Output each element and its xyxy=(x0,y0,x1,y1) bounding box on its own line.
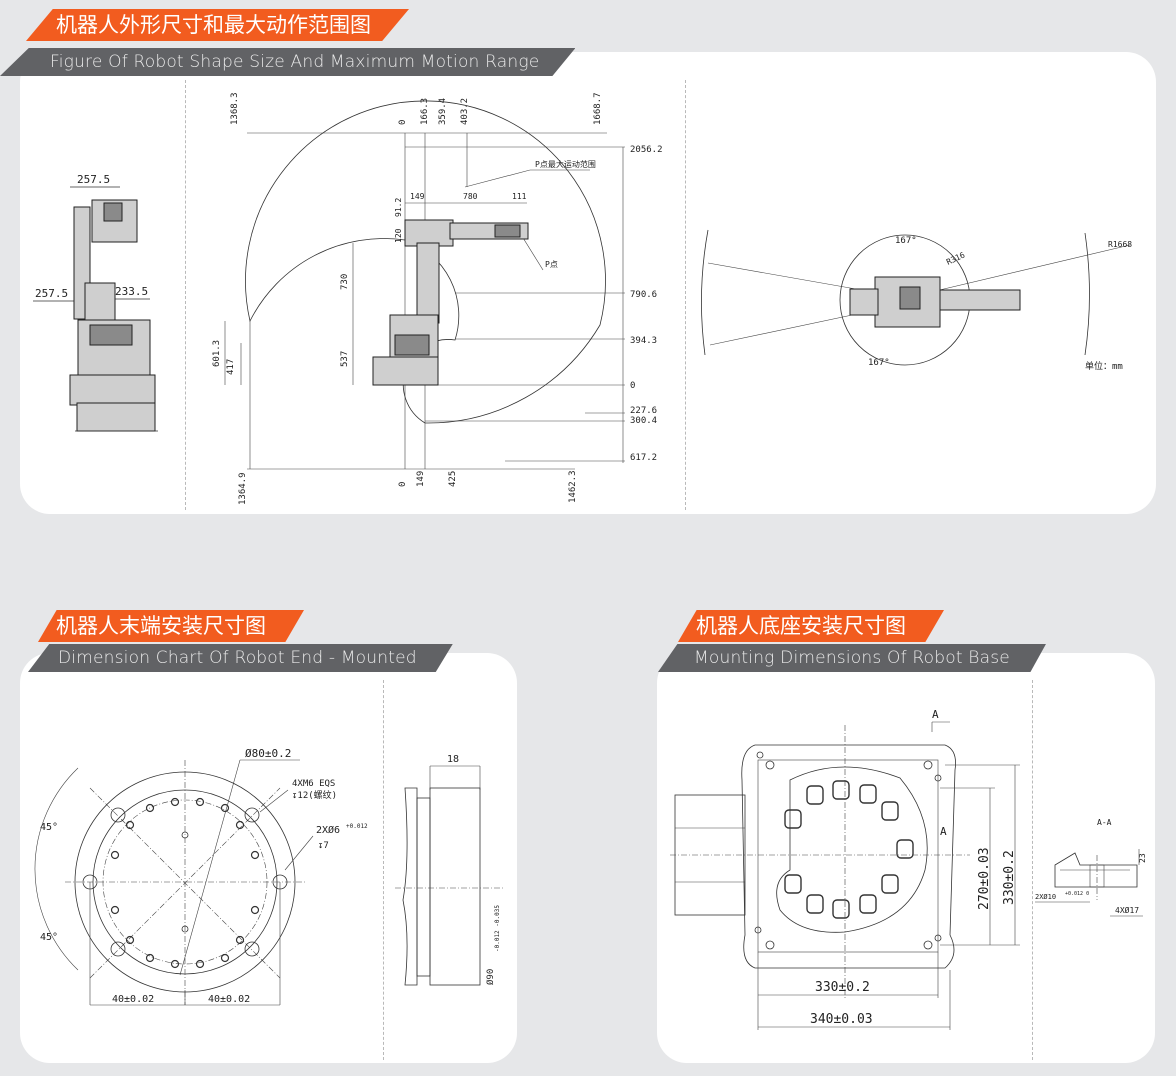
side-base xyxy=(76,402,156,432)
svg-text:4XØ17: 4XØ17 xyxy=(1115,905,1139,915)
svg-text:40±0.02: 40±0.02 xyxy=(208,994,250,1005)
divider-3 xyxy=(383,680,384,1060)
svg-text:166.3: 166.3 xyxy=(420,98,430,125)
svg-text:2XØ6: 2XØ6 xyxy=(316,824,340,836)
divider-1 xyxy=(185,80,186,510)
svg-text:149: 149 xyxy=(416,471,426,487)
title-en-base-mount: Mounting Dimensions Of Robot Base xyxy=(658,644,1046,672)
svg-text:1668.7: 1668.7 xyxy=(593,92,603,125)
side-view-drawing: 257.5 257.5 233.5 xyxy=(33,173,158,432)
svg-text:40±0.02: 40±0.02 xyxy=(112,994,154,1005)
robot-base xyxy=(372,356,439,386)
svg-text:601.3: 601.3 xyxy=(212,340,222,367)
svg-text:359.4: 359.4 xyxy=(438,98,448,125)
svg-text:Ø80±0.2: Ø80±0.2 xyxy=(245,747,291,760)
p-range-label: P点最大运动范围 xyxy=(535,159,596,169)
svg-text:330±0.2: 330±0.2 xyxy=(1002,850,1017,905)
svg-text:R1668: R1668 xyxy=(1108,240,1132,249)
panel-robot-shape xyxy=(20,52,1156,514)
svg-text:1364.9: 1364.9 xyxy=(238,472,248,505)
svg-text:A: A xyxy=(940,825,947,838)
section-body xyxy=(1054,852,1138,888)
svg-text:167°: 167° xyxy=(868,358,890,368)
p-point-label: P点 xyxy=(545,260,558,269)
flange-front-drawing: Ø80±0.2 4XM6 EQS ↧12(螺纹) 2XØ6 +0.012 ↧7 … xyxy=(34,747,368,1006)
svg-text:2056.2: 2056.2 xyxy=(630,145,663,155)
svg-text:730: 730 xyxy=(340,274,350,290)
base-turntable xyxy=(776,766,928,933)
robot-arm-head xyxy=(404,219,454,247)
svg-text:120: 120 xyxy=(394,228,403,243)
svg-text:617.2: 617.2 xyxy=(630,453,657,463)
svg-text:227.6: 227.6 xyxy=(630,406,657,416)
base-bolt-pattern xyxy=(784,780,914,919)
svg-text:A: A xyxy=(932,708,939,721)
divider-4 xyxy=(1032,680,1033,1060)
svg-text:Ø90: Ø90 xyxy=(485,969,496,985)
svg-text:394.3: 394.3 xyxy=(630,336,657,346)
title-cn-end-mount: 机器人末端安装尺寸图 xyxy=(38,610,304,642)
title-en-end-mount: Dimension Chart Of Robot End - Mounted xyxy=(28,644,453,672)
base-mount-drawing: A A 270±0.03 330±0.2 330±0.2 340±0.03 xyxy=(670,708,1020,1030)
flange-side-body xyxy=(429,787,481,986)
panel-end-mount xyxy=(20,653,517,1063)
title-cn-base-mount: 机器人底座安装尺寸图 xyxy=(678,610,944,642)
svg-text:0: 0 xyxy=(398,120,408,125)
divider-2 xyxy=(685,80,686,510)
svg-text:300.4: 300.4 xyxy=(630,416,657,426)
svg-text:45°: 45° xyxy=(40,932,58,943)
svg-text:+0.012 0: +0.012 0 xyxy=(1065,891,1089,897)
svg-text:1462.3: 1462.3 xyxy=(568,470,578,503)
base-plate xyxy=(741,744,956,969)
svg-text:+0.012: +0.012 xyxy=(346,823,368,830)
side-dim-left: 257.5 xyxy=(35,287,68,300)
flange-side-drawing: 18 Ø90 -0.012 -0.035 xyxy=(395,754,505,986)
svg-text:167°: 167° xyxy=(895,236,917,246)
title-cn-robot-shape: 机器人外形尺寸和最大动作范围图 xyxy=(26,9,409,41)
svg-text:425: 425 xyxy=(448,471,458,487)
top-robot-arm xyxy=(939,289,1021,311)
svg-text:340±0.03: 340±0.03 xyxy=(810,1012,873,1027)
svg-text:-0.012 -0.035: -0.012 -0.035 xyxy=(494,905,501,952)
svg-text:270±0.03: 270±0.03 xyxy=(977,847,992,910)
svg-text:330±0.2: 330±0.2 xyxy=(815,980,870,995)
svg-text:45°: 45° xyxy=(40,822,58,833)
side-dim-right: 233.5 xyxy=(115,285,148,298)
dim-top-1368: 1368.3 xyxy=(230,92,240,125)
svg-text:790.6: 790.6 xyxy=(630,290,657,300)
motion-range-drawing: 1368.3 0 166.3 359.4 403.2 1668.7 2056.2… xyxy=(212,92,663,505)
svg-text:4XM6 EQS: 4XM6 EQS xyxy=(292,779,335,789)
side-dim-top: 257.5 xyxy=(77,173,110,186)
svg-text:149: 149 xyxy=(410,192,425,201)
svg-text:↧12(螺纹): ↧12(螺纹) xyxy=(292,789,337,801)
section-a-a-drawing: A-A 23 2XØ10 +0.012 0 4XØ17 xyxy=(1035,818,1147,917)
svg-text:23: 23 xyxy=(1138,853,1147,863)
title-en-robot-shape: Figure Of Robot Shape Size And Maximum M… xyxy=(0,48,576,76)
svg-text:780: 780 xyxy=(463,192,478,201)
svg-text:R316: R316 xyxy=(945,250,966,266)
robot-upper-arm xyxy=(416,242,440,324)
svg-text:↧7: ↧7 xyxy=(318,841,329,851)
svg-text:18: 18 xyxy=(447,754,459,765)
svg-text:0: 0 xyxy=(630,381,635,391)
unit-label: 单位：mm xyxy=(1085,360,1123,372)
svg-text:111: 111 xyxy=(512,192,527,201)
svg-text:403.2: 403.2 xyxy=(460,98,470,125)
svg-text:A-A: A-A xyxy=(1097,818,1112,827)
svg-text:0: 0 xyxy=(398,482,408,487)
svg-text:417: 417 xyxy=(226,359,236,375)
svg-text:2XØ10: 2XØ10 xyxy=(1035,893,1056,901)
svg-text:537: 537 xyxy=(340,351,350,367)
svg-text:91.2: 91.2 xyxy=(394,198,403,217)
top-view-drawing: 167° 167° R316 R1668 单位：mm xyxy=(701,229,1132,372)
